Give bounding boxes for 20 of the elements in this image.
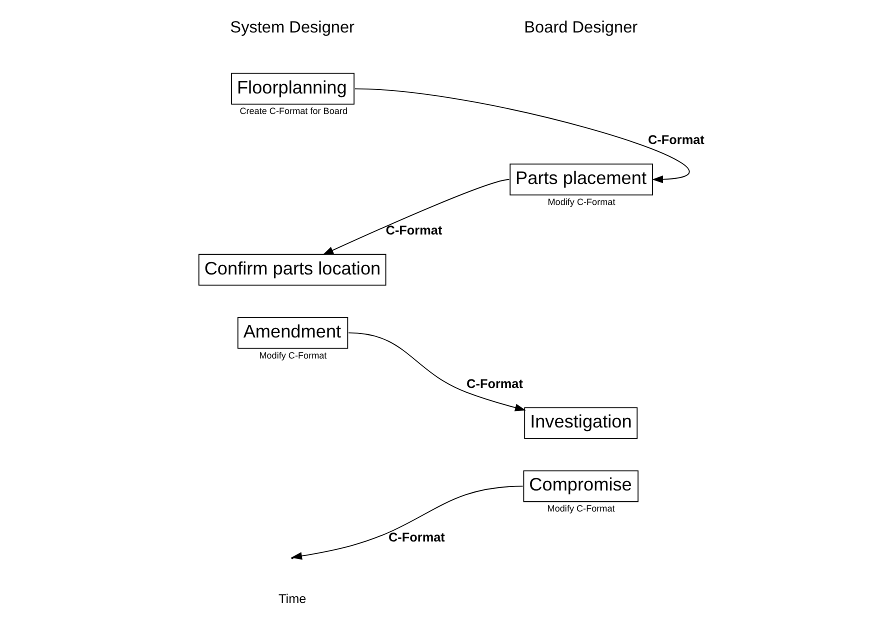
- label: Board Designer: [524, 18, 638, 36]
- edge-label: C-Format: [648, 132, 704, 147]
- node-label: Create C-Format for Board: [239, 106, 347, 116]
- node-box: Compromise: [522, 470, 638, 502]
- node-box: Floorplanning: [230, 72, 354, 105]
- node-label: Modify C-Format: [258, 350, 326, 360]
- node-box: Confirm parts location: [198, 254, 386, 286]
- edge-label: C-Format: [466, 376, 522, 391]
- edge-label: C-Format: [385, 224, 442, 238]
- label: Time: [278, 592, 306, 606]
- node-label: Modify C-Format: [547, 196, 615, 207]
- node-box: Parts placement: [509, 164, 653, 196]
- node-box: Investigation: [524, 407, 638, 440]
- arrow: [354, 88, 690, 184]
- edge-label: C-Format: [388, 530, 444, 544]
- arrow: [322, 179, 510, 255]
- node-box: Amendment: [236, 316, 348, 349]
- label: System Designer: [230, 18, 354, 36]
- node-label: Modify C-Format: [546, 504, 614, 514]
- arrow: [348, 332, 526, 412]
